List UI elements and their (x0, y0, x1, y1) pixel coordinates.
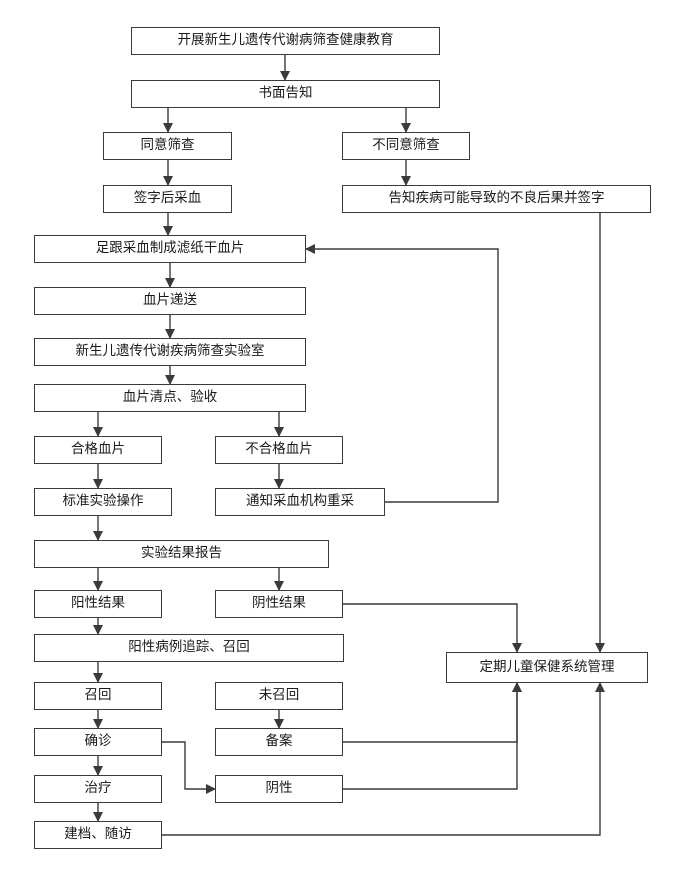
node-recalled: 召回 (34, 682, 162, 710)
node-record-filing: 备案 (215, 728, 343, 756)
node-diagnosis: 确诊 (34, 728, 162, 756)
node-archive-follow-up: 建档、随访 (34, 821, 162, 849)
node-unqualified-blood-spot: 不合格血片 (215, 436, 343, 464)
node-notify-recollect: 通知采血机构重采 (215, 488, 385, 516)
node-inform-consequences: 告知疾病可能导致的不良后果并签字 (342, 185, 651, 213)
node-blood-spot-check: 血片清点、验收 (34, 384, 306, 412)
node-lab-result-report: 实验结果报告 (34, 540, 329, 568)
node-standard-lab-operation: 标准实验操作 (34, 488, 172, 516)
node-disagree-screening: 不同意筛查 (342, 132, 470, 160)
connector-n14-to-n7 (305, 244, 499, 503)
node-agree-screening: 同意筛查 (103, 132, 232, 160)
connector-n22-to-n25 (162, 741, 216, 794)
connector-n17-to-n19 (343, 603, 522, 653)
node-treatment: 治疗 (34, 775, 162, 803)
node-not-recalled: 未召回 (215, 682, 343, 710)
connector-n23-to-n19 (343, 682, 522, 743)
connector-n25-to-n19 (343, 682, 522, 790)
node-sign-then-collect: 签字后采血 (103, 185, 232, 213)
node-health-education: 开展新生儿遗传代谢病筛查健康教育 (131, 27, 440, 55)
node-written-notice: 书面告知 (131, 80, 440, 108)
node-positive-case-recall: 阳性病例追踪、召回 (34, 634, 344, 662)
node-blood-spot-delivery: 血片递送 (34, 287, 306, 315)
node-negative: 阴性 (215, 775, 343, 803)
node-negative-result: 阴性结果 (215, 590, 343, 618)
node-regular-child-health: 定期儿童保健系统管理 (446, 652, 648, 683)
node-positive-result: 阳性结果 (34, 590, 162, 618)
node-qualified-blood-spot: 合格血片 (34, 436, 162, 464)
connector-n26-to-n19 (162, 682, 605, 836)
node-screening-laboratory: 新生儿遗传代谢疾病筛查实验室 (34, 338, 306, 366)
node-heel-blood-filter-paper: 足跟采血制成滤纸干血片 (34, 235, 306, 263)
